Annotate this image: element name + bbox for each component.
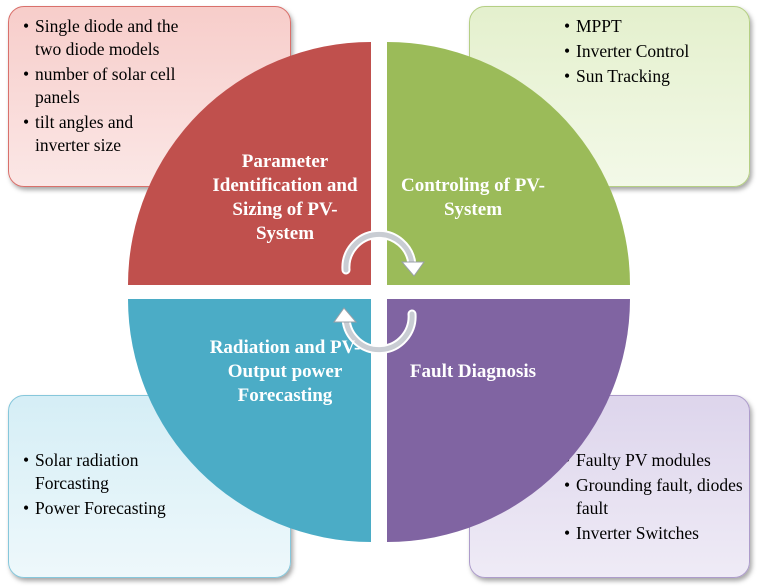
- bullet-list-bottom-right: Faulty PV modules Grounding fault, diode…: [564, 449, 749, 545]
- bullet-list-bottom-left: Solar radiation Forcasting Power Forecas…: [23, 449, 290, 520]
- list-item: tilt angles and inverter size: [23, 111, 185, 157]
- quadrant-top-right: [387, 42, 630, 285]
- list-item: Inverter Control: [564, 40, 749, 63]
- list-item: Inverter Switches: [564, 522, 749, 545]
- quadrant-top-left: [128, 42, 371, 285]
- quadrant-title-top-left: Parameter Identification and Sizing of P…: [212, 151, 358, 244]
- quadrant-bottom-left: [128, 299, 371, 542]
- bullet-list-top-right: MPPT Inverter Control Sun Tracking: [564, 15, 749, 88]
- list-item: MPPT: [564, 15, 749, 38]
- quadrant-bottom-right: [387, 299, 630, 542]
- circular-arrows-icon: [333, 229, 425, 355]
- list-item: Single diode and the two diode models: [23, 15, 185, 61]
- list-item: number of solar cell panels: [23, 63, 185, 109]
- bullet-list-top-left: Single diode and the two diode models nu…: [23, 15, 290, 157]
- list-item: Power Forecasting: [23, 497, 205, 520]
- quadrant-title-bottom-right: Fault Diagnosis: [409, 361, 537, 382]
- list-item: Grounding fault, diodes fault: [564, 474, 749, 520]
- list-item: Sun Tracking: [564, 65, 749, 88]
- list-item: Solar radiation Forcasting: [23, 449, 205, 495]
- quadrant-title-top-right: Controling of PV- System: [401, 175, 545, 220]
- quadrant-title-bottom-left: Radiation and PV-Output power Forecastin…: [209, 337, 361, 406]
